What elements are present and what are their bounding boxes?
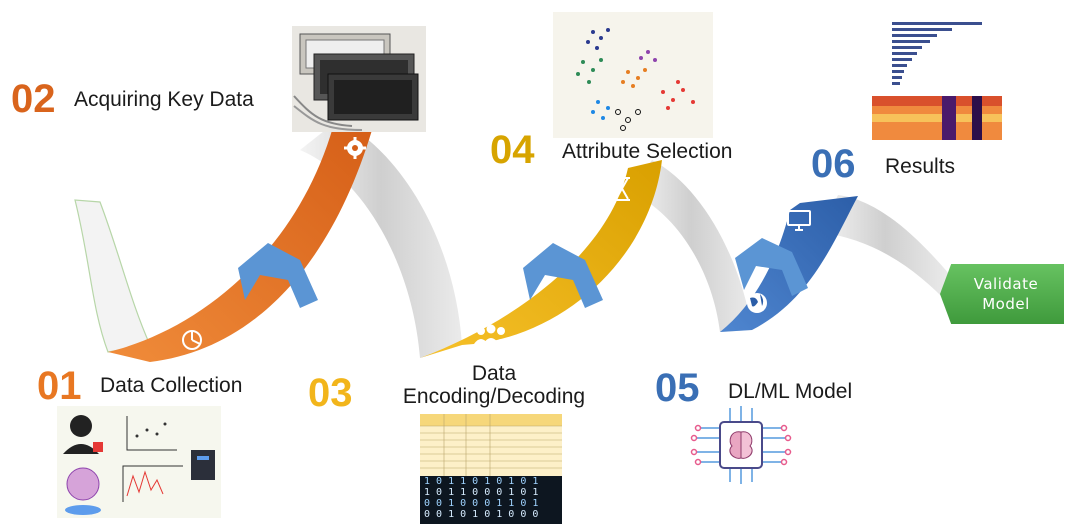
- results-bar-heatmap: [872, 22, 1002, 140]
- step-02-label: Acquiring Key Data: [74, 88, 254, 111]
- ribbon-orange: [108, 120, 372, 362]
- data-collection-collage: [63, 415, 215, 515]
- step-05-number: 05: [655, 366, 700, 410]
- ribbon-start-grey: [74, 199, 151, 353]
- step-06-number: 06: [811, 142, 856, 186]
- step-03-label-line2: Encoding/Decoding: [402, 385, 586, 409]
- step-06-label: Results: [885, 155, 956, 178]
- thumbnail-binary: 1 0 1 1 0 1 0 1 0 1 1 0 1 1 0 0 0 1 0 1 …: [420, 476, 562, 524]
- thumbnail-brain-circuit: [690, 404, 792, 486]
- step-04-number: 04: [490, 128, 535, 172]
- step-03-label-line1: Data: [471, 362, 517, 385]
- hourglass-icon: [614, 177, 630, 201]
- ribbon-yellow: [420, 160, 662, 358]
- thumbnail-servers: [292, 26, 426, 132]
- validate-line1: Validate: [973, 274, 1039, 293]
- chevron-up-arrow-icon: [238, 243, 318, 308]
- step-03-label: Data Encoding/Decoding: [383, 362, 605, 408]
- brain-chip-icon: [690, 406, 792, 484]
- chevron-up-arrow-icon: [735, 238, 808, 296]
- step-01-number: 01: [37, 364, 82, 408]
- thumbnail-results: [852, 14, 1020, 144]
- ribbon-grey-06-end: [820, 195, 950, 305]
- step-02-number: 02: [11, 77, 56, 121]
- chevron-up-arrow-icon: [523, 243, 603, 308]
- thumbnail-data-table: [420, 414, 562, 476]
- gear-icon: [344, 137, 366, 159]
- binary-row: 1 0 1 1 0 0 0 1 0 1: [424, 487, 539, 498]
- people-icon: [474, 324, 508, 344]
- step-01-label: Data Collection: [100, 374, 243, 397]
- monitor-icon: [787, 210, 811, 231]
- cluster-plot: [576, 28, 695, 131]
- binary-row: 0 0 1 0 0 0 1 1 0 1: [424, 498, 539, 509]
- data-table-grid: [420, 414, 562, 476]
- globe-icon: [747, 293, 767, 313]
- pie-chart-icon: [182, 330, 202, 350]
- binary-row: 0 0 1 0 1 0 1 0 0 0: [424, 509, 539, 520]
- thumbnail-data-collection: [57, 406, 221, 518]
- step-04-label: Attribute Selection: [562, 140, 733, 163]
- thumbnail-cluster-scatter: [553, 12, 713, 138]
- server-rack-icon: [293, 33, 419, 131]
- validate-model-tag: Validate Model: [940, 264, 1064, 324]
- step-03-number: 03: [308, 371, 353, 415]
- binary-row: 1 0 1 1 0 1 0 1 0 1: [424, 476, 539, 487]
- ribbon-grey-02-03: [300, 120, 462, 358]
- validate-line2: Model: [982, 295, 1030, 313]
- step-05-label: DL/ML Model: [728, 380, 853, 403]
- ribbon-grey-04-05: [630, 160, 752, 332]
